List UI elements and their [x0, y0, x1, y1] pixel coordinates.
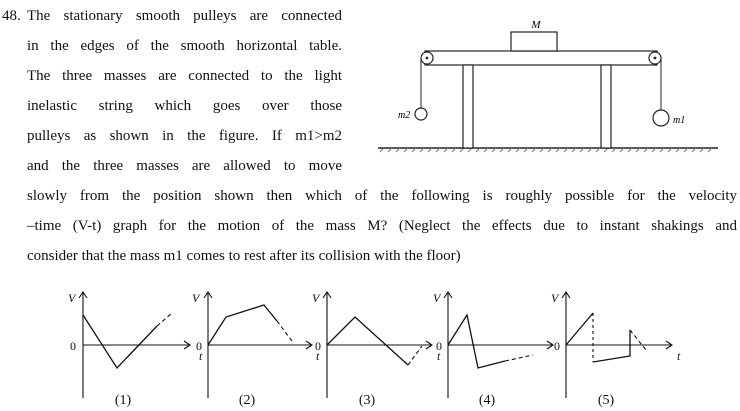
graph-5-v-label: V	[551, 291, 560, 305]
question-line-4: inelastic string which goes over those	[27, 98, 342, 114]
floor-hatching	[379, 147, 713, 153]
table-leg-right	[600, 64, 612, 149]
graph-3-origin: 0	[315, 339, 321, 353]
mass-m1	[652, 109, 670, 127]
graph-2-t-label: t	[199, 349, 203, 363]
option-label-4: (4)	[479, 393, 496, 408]
question-line-2: in the edges of the smooth horizontal ta…	[27, 38, 342, 54]
graph-1-origin: 0	[70, 339, 76, 353]
graph-5-t-label: t	[677, 349, 681, 363]
graph-3-v-label: V	[312, 291, 321, 305]
graph-option-1	[78, 291, 191, 398]
block-m	[510, 31, 558, 52]
graph-option-5	[561, 291, 673, 398]
graph-option-2	[203, 291, 313, 398]
question-line-3: The three masses are connected to the li…	[27, 68, 342, 84]
mass-m2-label: m2	[398, 110, 410, 121]
mass-m2	[414, 107, 428, 121]
question-line-8: –time (V-t) graph for the motion of the …	[27, 218, 737, 234]
table-top	[424, 50, 658, 66]
pulley-left-axle	[425, 56, 429, 60]
pulley-table-figure: M m2 m1	[378, 19, 718, 153]
graph-4-v-label: V	[433, 291, 442, 305]
graph-option-4	[443, 291, 554, 398]
graph-5-origin: 0	[554, 339, 560, 353]
block-m-label: M	[530, 19, 541, 31]
option-label-5: (5)	[598, 393, 615, 408]
graph-option-3	[322, 291, 433, 398]
question-line-1: The stationary smooth pulleys are connec…	[27, 8, 342, 24]
question-line-6: and the three masses are allowed to move	[27, 158, 342, 174]
vt-option-graphs: V V V V V t t t t 0 0 0 0 0 (1) (2) (3) …	[68, 291, 681, 408]
question-number: 48.	[2, 8, 21, 24]
question-line-9: consider that the mass m1 comes to rest …	[27, 248, 461, 264]
graph-2-origin: 0	[196, 339, 202, 353]
question-line-7: slowly from the position shown then whic…	[27, 188, 737, 204]
option-label-1: (1)	[115, 393, 132, 408]
graph-2-v-label: V	[192, 291, 201, 305]
table-leg-left	[462, 64, 474, 149]
option-label-2: (2)	[239, 393, 256, 408]
option-label-3: (3)	[359, 393, 376, 408]
graph-4-origin: 0	[436, 339, 442, 353]
graph-3-t-label: t	[316, 349, 320, 363]
mass-m1-label: m1	[673, 115, 685, 126]
question-line-5: pulleys as shown in the figure. If m1>m2	[27, 128, 342, 144]
graph-1-v-label: V	[68, 291, 77, 305]
graph-4-t-label: t	[437, 349, 441, 363]
pulley-right-axle	[653, 56, 657, 60]
